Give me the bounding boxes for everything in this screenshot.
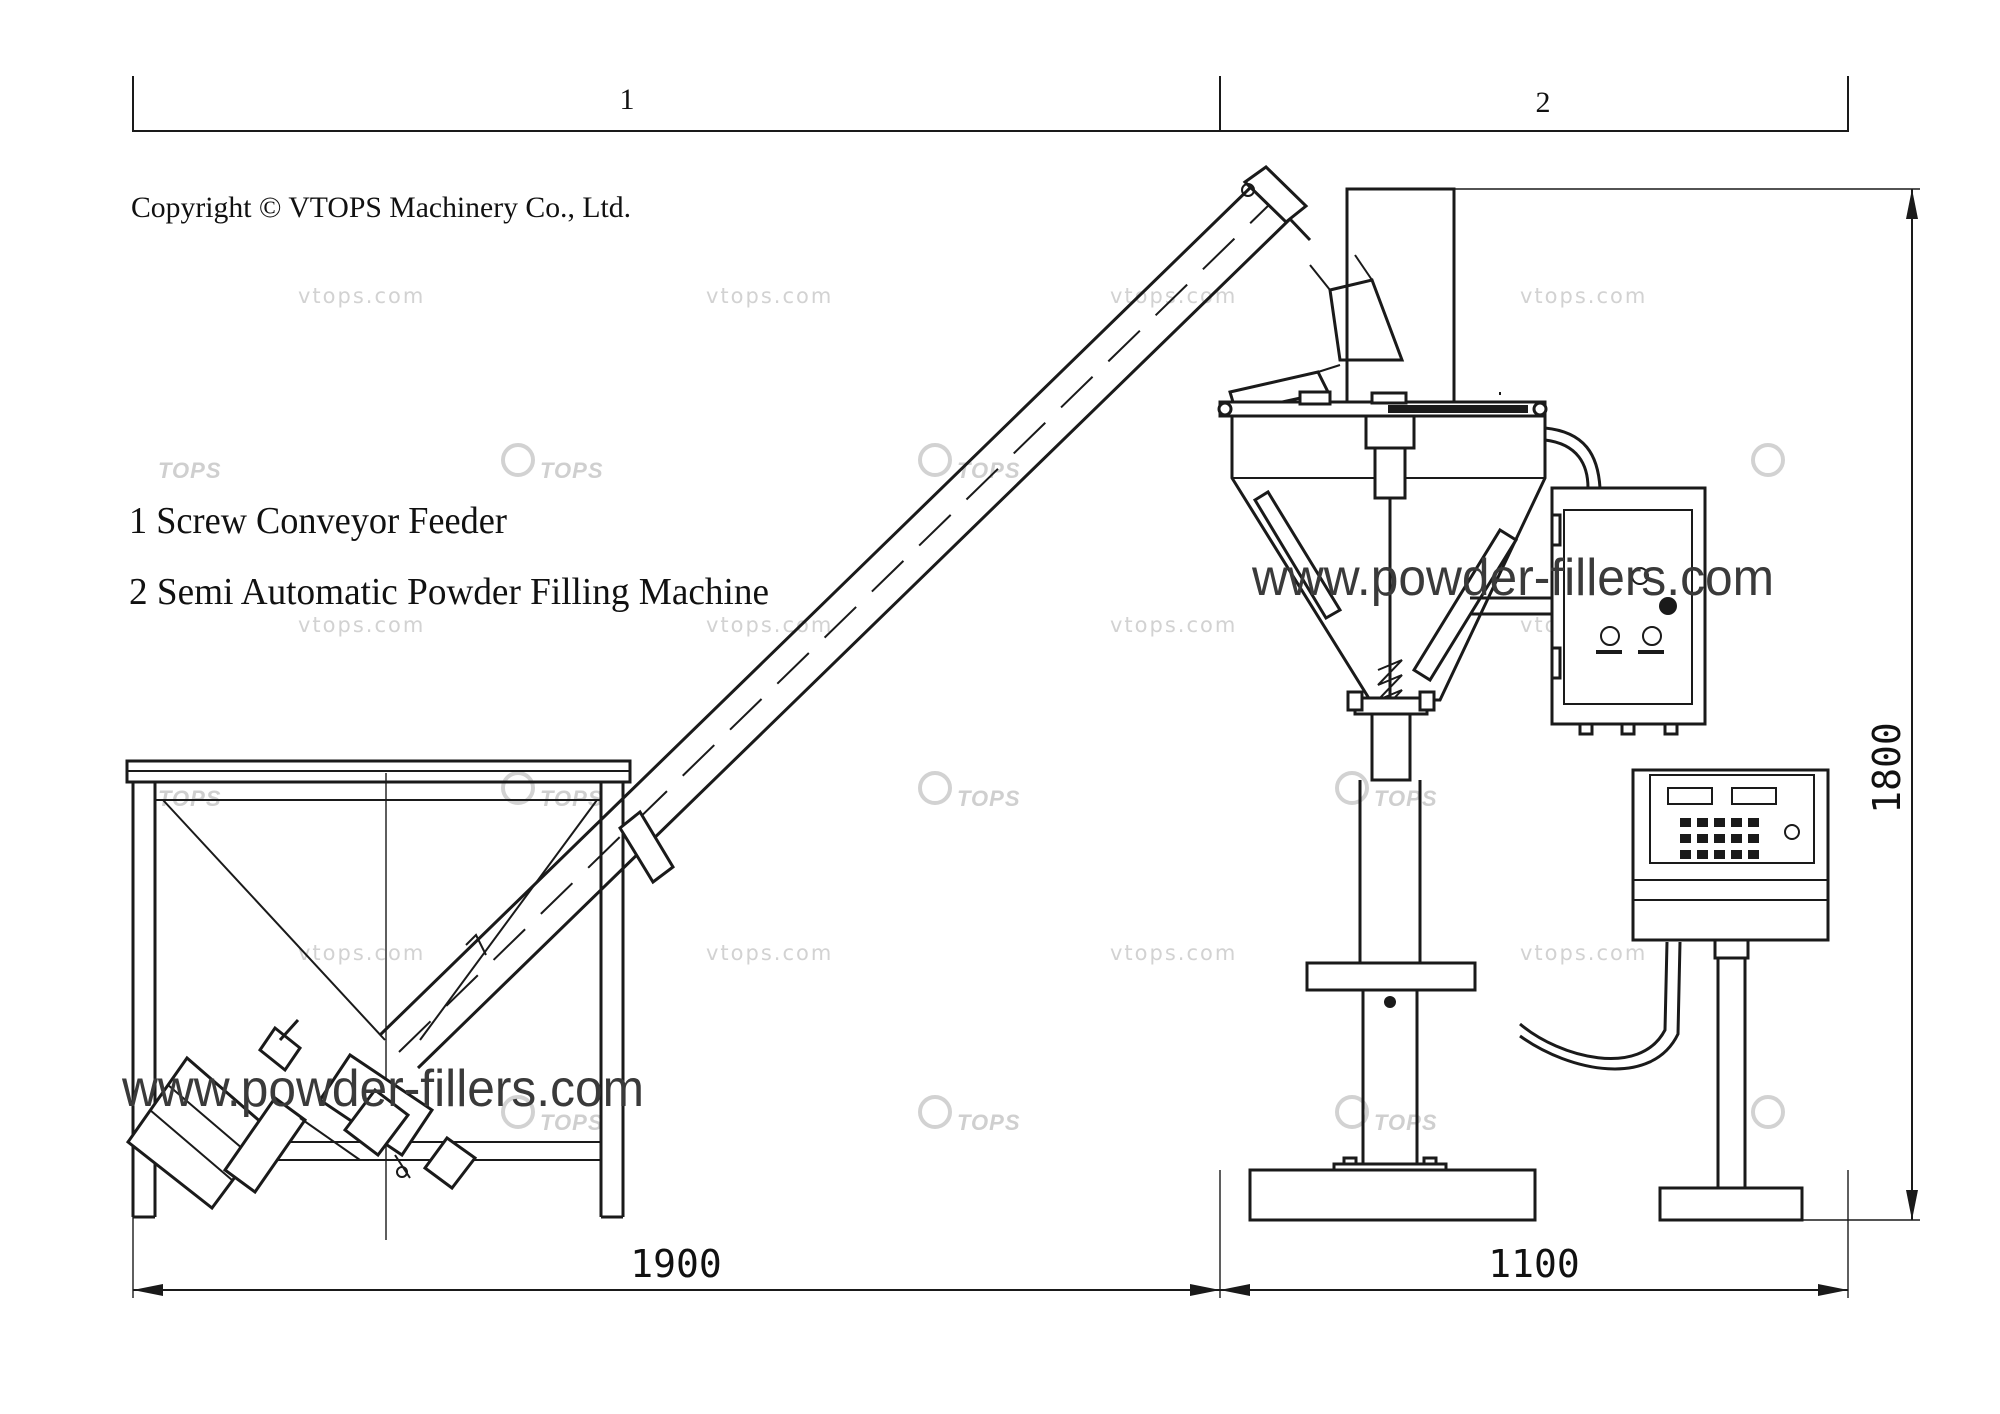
svg-text:TOPS: TOPS (1374, 1110, 1438, 1135)
watermark-logo (1751, 443, 1785, 477)
power-switch-icon (1631, 567, 1649, 585)
upper-control-box (1550, 486, 1707, 736)
watermark-logo: TOPS (501, 443, 604, 483)
watermark-logo: TOPS (918, 443, 1021, 483)
svg-text:TOPS: TOPS (957, 1110, 1021, 1135)
svg-text:TOPS: TOPS (158, 458, 222, 483)
watermark-logo: TOPS (1335, 1095, 1438, 1135)
watermark-domain: vtops.com (706, 613, 833, 637)
svg-text:TOPS: TOPS (1374, 786, 1438, 811)
dimension-filler-width: 1100 (1488, 1242, 1580, 1286)
legend-item-powder-filler: 2 Semi Automatic Powder Filling Machine (129, 571, 769, 613)
motor-switch-icon (1600, 626, 1620, 646)
svg-text:TOPS: TOPS (957, 786, 1021, 811)
watermark-logo: TOPS (501, 771, 604, 811)
watermark-domain: vtops.com (706, 284, 833, 308)
watermark-site-url: www.powder-fillers.com (1251, 549, 1774, 607)
weight-display-left (1667, 787, 1713, 805)
watermark-domain: vtops.com (1520, 941, 1647, 965)
watermark-domain: vtops.com (1110, 613, 1237, 637)
emergency-stop-icon (1659, 597, 1677, 615)
svg-text:TOPS: TOPS (540, 1110, 604, 1135)
watermark-domain: vtops.com (298, 284, 425, 308)
dimension-filler-height: 1800 (1865, 722, 1909, 814)
keypad (1680, 818, 1759, 859)
watermark-logo: TOPS (501, 1095, 604, 1135)
watermark-logo: TOPS (158, 786, 222, 811)
copyright-notice: Copyright © VTOPS Machinery Co., Ltd. (131, 191, 631, 224)
watermark-site-url: www.powder-fillers.com (121, 1060, 644, 1118)
screw-conveyor-feeder (125, 165, 1405, 1240)
zone-1-label: 1 (620, 83, 635, 116)
controller-knob-icon (1784, 824, 1800, 840)
zone-2-label: 2 (1536, 86, 1551, 119)
agitator-switch-icon (1642, 626, 1662, 646)
watermark-domain: vtops.com (298, 941, 425, 965)
svg-text:TOPS: TOPS (540, 458, 604, 483)
watermark-domain: vtops.com (706, 941, 833, 965)
dimension-lines: 1900 1100 1800 (132, 188, 1920, 1298)
watermark-logo: TOPS (918, 1095, 1021, 1135)
weight-display-right (1731, 787, 1777, 805)
filler-column (1248, 780, 1537, 1222)
watermark-domain: vtops.com (1110, 941, 1237, 965)
weighing-controller (1631, 768, 1830, 1222)
conveyor-motor (125, 1018, 478, 1211)
watermark-logo: TOPS (918, 771, 1021, 811)
svg-text:TOPS: TOPS (158, 786, 222, 811)
svg-text:TOPS: TOPS (957, 458, 1021, 483)
watermark-domain: vtops.com (1520, 284, 1647, 308)
powder-filling-machine (1217, 187, 1830, 1222)
conveyor-tube (378, 165, 1405, 1070)
watermark-logo (1751, 1095, 1785, 1129)
watermark-logo: TOPS (1335, 771, 1438, 811)
filler-cone-hopper (1230, 414, 1547, 782)
legend-item-screw-conveyor: 1 Screw Conveyor Feeder (129, 500, 507, 542)
zone-header: 1 2 (132, 76, 1849, 132)
dimension-conveyor-width: 1900 (630, 1242, 722, 1286)
filler-lid (1217, 390, 1548, 418)
watermark-domain: vtops.com (298, 613, 425, 637)
svg-text:TOPS: TOPS (540, 786, 604, 811)
watermark-logo: TOPS (158, 458, 222, 483)
